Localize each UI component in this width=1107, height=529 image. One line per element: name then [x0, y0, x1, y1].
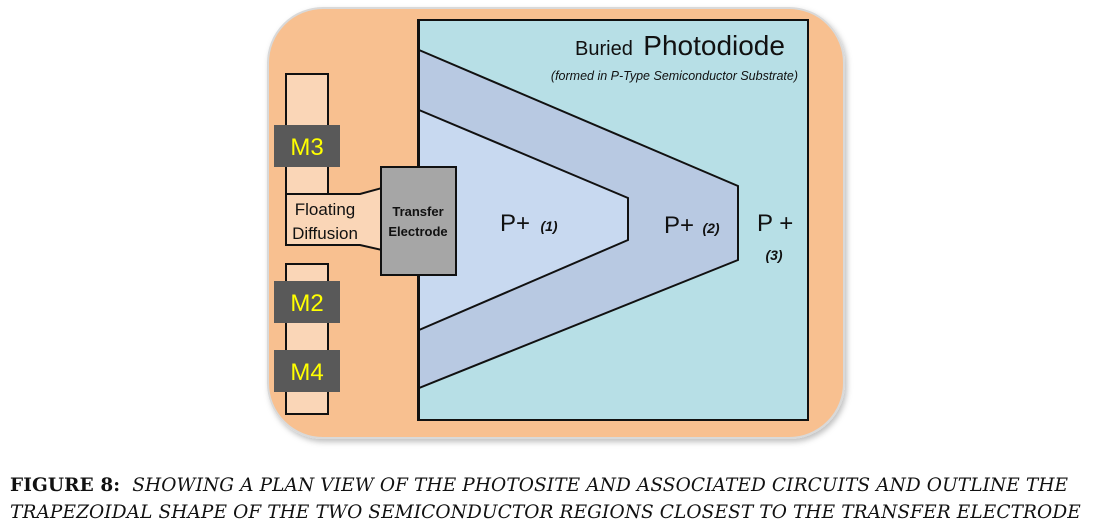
- title-prefix: Buried: [575, 38, 633, 60]
- floating-diffusion-label-line1: Floating: [295, 200, 355, 219]
- transistor-m3-box: [274, 125, 340, 167]
- title-main: Photodiode: [643, 30, 785, 61]
- transistor-m4-box: [274, 350, 340, 392]
- p1-symbol: P+: [500, 210, 530, 237]
- figure-caption-text: SHOWING A PLAN VIEW OF THE PHOTOSITE AND…: [10, 475, 1081, 523]
- p1-index: (1): [540, 218, 557, 234]
- p-plus-3-label: P +: [757, 210, 793, 237]
- p-plus-1-label: P+ (1): [500, 210, 558, 237]
- transfer-electrode-label-line1: Transfer: [392, 204, 443, 219]
- transistor-m2-box: [274, 281, 340, 323]
- p2-symbol: P+: [664, 212, 694, 239]
- figure-caption-label: FIGURE 8:: [10, 475, 121, 496]
- photodiode-title: Buried Photodiode: [575, 30, 785, 61]
- transistor-m3-label: M3: [290, 134, 323, 161]
- photosite-diagram: M3 M2 M4 Floating Diffusion Transfer Ele…: [267, 7, 845, 439]
- p-plus-2-label: P+ (2): [664, 212, 720, 239]
- p2-index: (2): [702, 220, 719, 236]
- figure-caption: FIGURE 8: SHOWING A PLAN VIEW OF THE PHO…: [10, 472, 1105, 526]
- transistor-m4-label: M4: [290, 359, 323, 386]
- transfer-electrode-label-line2: Electrode: [388, 224, 447, 239]
- p-plus-3-index: (3): [765, 247, 782, 263]
- floating-diffusion-label-line2: Diffusion: [292, 224, 358, 243]
- transistor-m2-label: M2: [290, 290, 323, 317]
- transfer-electrode: [380, 166, 457, 276]
- photodiode-subtitle: (formed in P-Type Semiconductor Substrat…: [551, 69, 798, 83]
